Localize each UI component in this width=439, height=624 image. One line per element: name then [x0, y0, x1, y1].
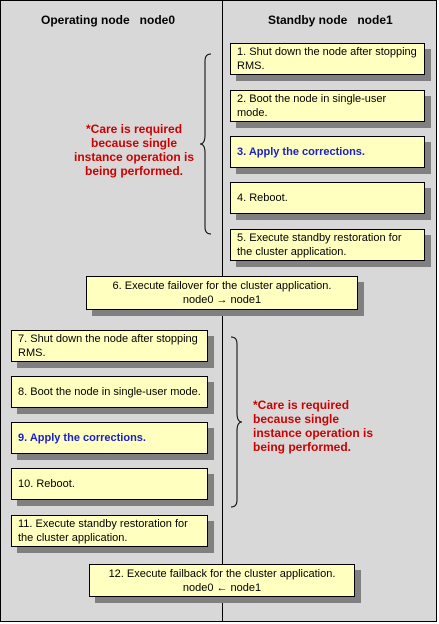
step-5-text: 5. Execute standby restoration for the c…	[237, 232, 402, 258]
step-11-text: 11. Execute standby restoration for the …	[18, 518, 188, 544]
care-note-operating: *Care is required because single instanc…	[74, 122, 195, 178]
step-3-text: 3. Apply the corrections.	[237, 146, 365, 158]
step-6-text: 6. Execute failover for the cluster appl…	[112, 280, 332, 306]
step-10-text: 10. Reboot.	[18, 478, 75, 490]
step-5-box: 5. Execute standby restoration for the c…	[230, 229, 425, 261]
step-10-box: 10. Reboot.	[11, 468, 208, 500]
step-7-box: 7. Shut down the node after stopping RMS…	[11, 330, 208, 362]
step-8-text: 8. Boot the node in single-user mode.	[18, 386, 201, 398]
right-brace-icon	[230, 336, 243, 508]
step-2-box: 2. Boot the node in single-user mode.	[230, 90, 425, 122]
step-12-text: 12. Execute failback for the cluster app…	[108, 567, 336, 594]
step-6-box: 6. Execute failover for the cluster appl…	[86, 276, 358, 310]
step-11-box: 11. Execute standby restoration for the …	[11, 515, 208, 547]
step-8-box: 8. Boot the node in single-user mode.	[11, 376, 208, 408]
step-3-box: 3. Apply the corrections.	[230, 136, 425, 168]
step-2-text: 2. Boot the node in single-user mode.	[237, 93, 387, 119]
step-7-text: 7. Shut down the node after stopping RMS…	[18, 333, 198, 359]
column-divider	[222, 1, 223, 621]
standby-node-header: Standby node node1	[268, 13, 393, 27]
operating-node-header: Operating node node0	[41, 13, 176, 27]
step-1-box: 1. Shut down the node after stopping RMS…	[230, 43, 425, 75]
step-4-box: 4. Reboot.	[230, 182, 425, 214]
step-12-box: 12. Execute failback for the cluster app…	[89, 564, 355, 597]
left-brace-icon	[199, 53, 212, 235]
step-1-text: 1. Shut down the node after stopping RMS…	[237, 46, 417, 72]
step-9-text: 9. Apply the corrections.	[18, 432, 146, 444]
care-note-standby: *Care is required because single instanc…	[253, 398, 374, 454]
step-4-text: 4. Reboot.	[237, 192, 288, 204]
step-9-box: 9. Apply the corrections.	[11, 422, 208, 454]
